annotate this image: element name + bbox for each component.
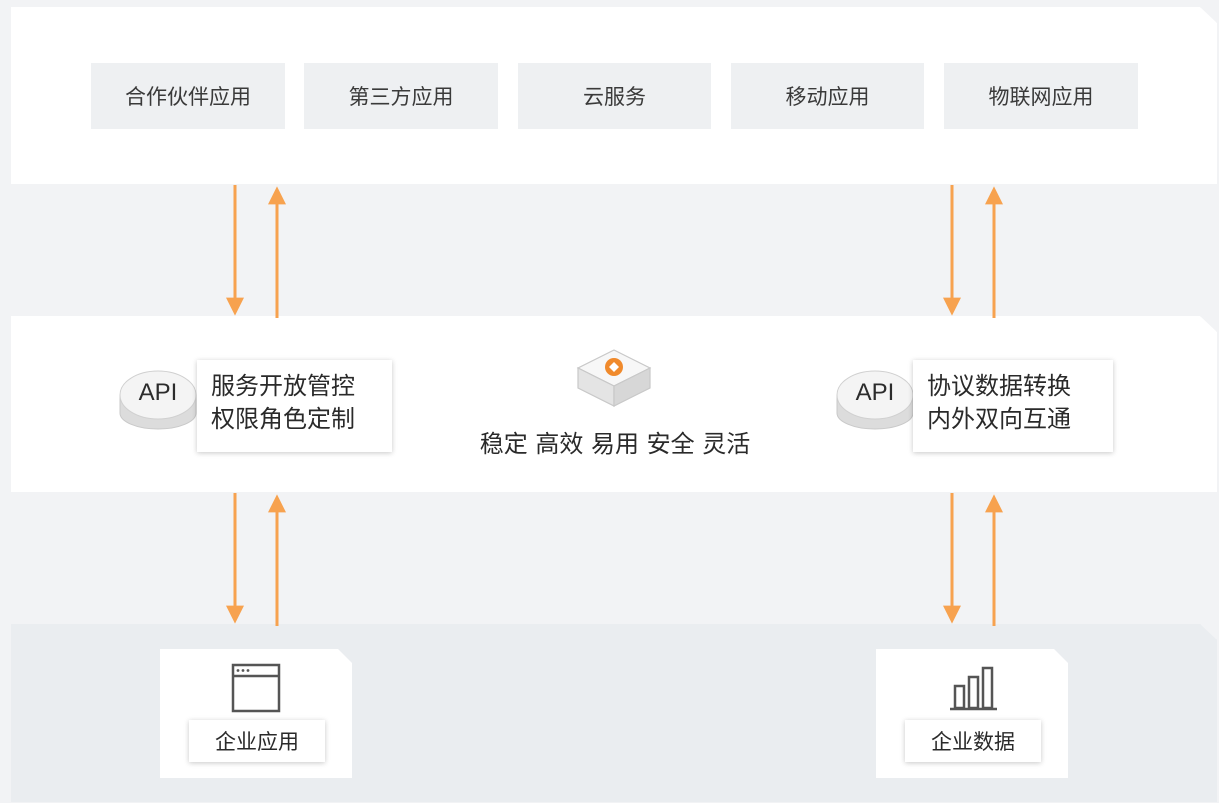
- gateway-tagline: 稳定 高效 易用 安全 灵活: [479, 430, 751, 458]
- app-box-label: 移动应用: [785, 85, 870, 109]
- api-badge: API: [138, 379, 178, 406]
- label-text: 企业应用: [215, 730, 299, 754]
- browser-window-icon: [231, 663, 281, 713]
- app-box-label: 云服务: [583, 85, 646, 109]
- app-box-label: 物联网应用: [988, 85, 1094, 109]
- api-badge: API: [855, 379, 895, 406]
- app-box-label: 第三方应用: [348, 85, 454, 109]
- enterprise-data-label: 企业数据: [905, 720, 1041, 762]
- api-feature-card-left: 服务开放管控 权限角色定制: [197, 360, 392, 452]
- bar-chart-icon: [950, 666, 997, 711]
- app-box-partner: 合作伙伴应用: [91, 63, 285, 129]
- feature-line: 内外双向互通: [927, 405, 1071, 433]
- api-feature-card-right: 协议数据转换 内外双向互通: [913, 360, 1113, 452]
- label-text: 企业数据: [931, 730, 1015, 754]
- api-disc-icon: [119, 370, 197, 430]
- enterprise-apps-label: 企业应用: [189, 720, 325, 762]
- gateway-cube-icon: [576, 349, 652, 407]
- app-box-label: 合作伙伴应用: [125, 85, 251, 109]
- app-box-mobile: 移动应用: [731, 63, 924, 129]
- api-disc-icon: [836, 370, 914, 430]
- feature-line: 权限角色定制: [211, 405, 355, 433]
- app-box-iot: 物联网应用: [944, 63, 1138, 129]
- app-box-cloud-service: 云服务: [518, 63, 711, 129]
- app-box-third-party: 第三方应用: [304, 63, 498, 129]
- feature-line: 服务开放管控: [211, 372, 355, 400]
- feature-line: 协议数据转换: [927, 372, 1071, 400]
